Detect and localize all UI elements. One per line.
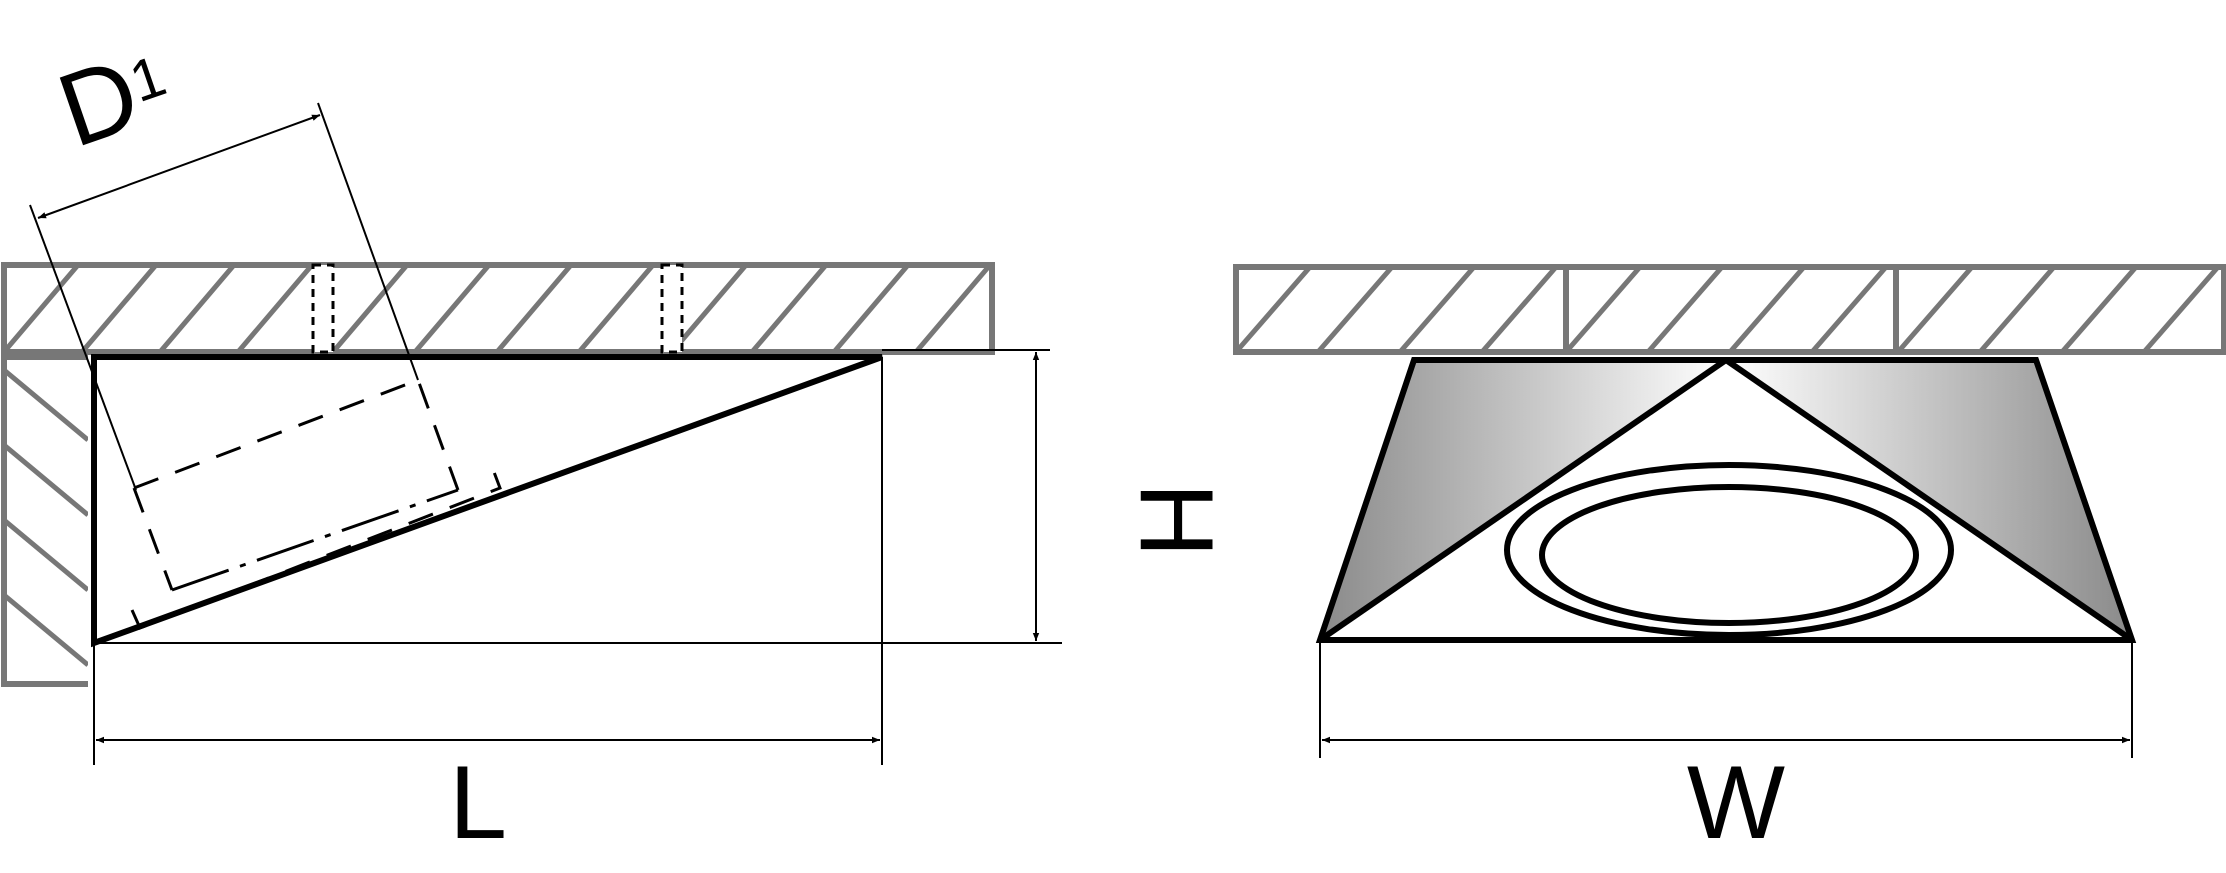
dimension-d1 (29, 102, 419, 491)
d1-label: D1 (45, 25, 184, 170)
tilted-lamp-outline (130, 378, 502, 630)
wall-left (1, 354, 88, 687)
dimension-l (93, 357, 883, 765)
h-label: H (1118, 482, 1234, 557)
dimension-w (1319, 640, 2133, 758)
ceiling-slab-left (1, 262, 995, 355)
dimension-h (94, 349, 1062, 644)
side-view: D1 H L (1, 25, 1234, 861)
w-label: W (1687, 745, 1785, 861)
ceiling-slab-right (1233, 264, 2226, 355)
l-label: L (449, 745, 507, 861)
lamp-rings (1504, 462, 1954, 638)
luminaire-front-body (1315, 357, 2137, 643)
luminaire-wedge (91, 354, 884, 648)
front-view: W (1233, 264, 2226, 861)
